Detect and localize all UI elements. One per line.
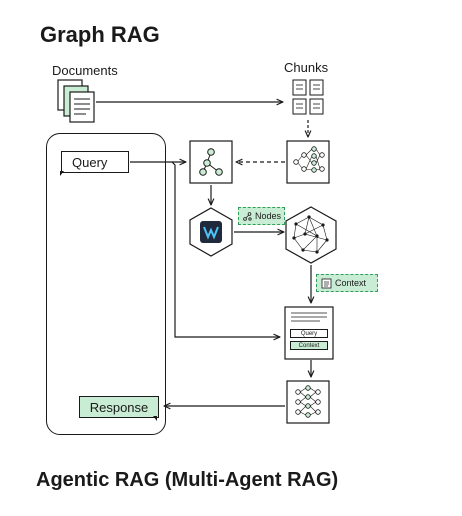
- agent-frame: [46, 133, 166, 435]
- subgraph-hexagon: [285, 206, 337, 264]
- graph-database-hexagon: [189, 207, 233, 257]
- neural-network-icon: [295, 385, 321, 418]
- response-bubble-tail: [153, 416, 157, 421]
- diagram-subtitle: Agentic RAG (Multi-Agent RAG): [36, 469, 339, 491]
- nodes-tag: Nodes: [238, 207, 285, 225]
- context-tag: Context: [316, 274, 378, 292]
- diagram-title: Graph RAG: [40, 22, 160, 47]
- llm-box-bottom: [286, 380, 330, 424]
- graph-box: [189, 140, 233, 184]
- graph-icon: [243, 211, 252, 221]
- llm-box-top: [286, 140, 330, 184]
- documents-label: Documents: [52, 63, 118, 78]
- query-to-prompt-arrow: [171, 161, 280, 337]
- chunks-label: Chunks: [284, 60, 329, 75]
- graph-icon: [199, 148, 223, 176]
- documents-icon: [57, 79, 95, 123]
- chunks-icon: [292, 79, 324, 115]
- database-logo-icon: [203, 226, 219, 240]
- query-bubble-tail: [60, 171, 64, 176]
- nodes-tag-label: Nodes: [255, 211, 282, 221]
- neural-network-icon: [293, 146, 325, 173]
- context-tag-label: Context: [335, 278, 367, 288]
- response-bubble: Response: [79, 396, 159, 418]
- prompt-query-field: Query: [290, 329, 328, 338]
- query-bubble: Query: [61, 151, 129, 173]
- prompt-context-field: Context: [290, 341, 328, 350]
- document-icon: [321, 278, 332, 288]
